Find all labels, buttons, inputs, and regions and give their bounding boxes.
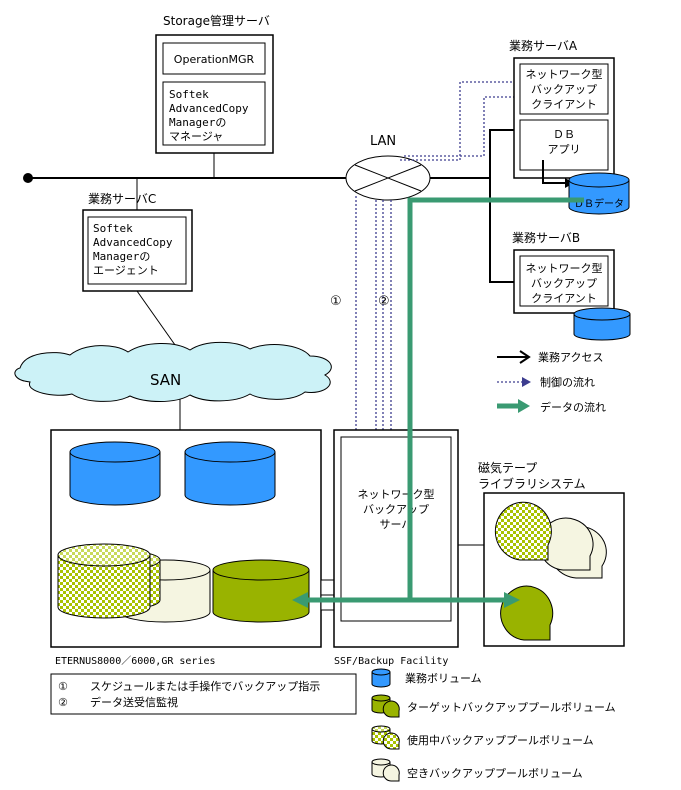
- business-volume-1: [69, 441, 161, 506]
- tape-library: 磁気テープ ライブラリシステム: [478, 460, 625, 647]
- manager-box: [162, 81, 266, 146]
- backup-server-line-1: ネットワーク型: [358, 487, 435, 501]
- in-use-pool-volume-front: [57, 543, 151, 619]
- storage-server: Storage管理サーバ OperationMGR Softek Advance…: [155, 13, 274, 178]
- storage-server-title: Storage管理サーバ: [163, 13, 270, 28]
- agent-line-4: エージェント: [93, 264, 159, 277]
- legend-in-use-volume: 使用中バックアッププールボリューム: [371, 725, 594, 750]
- notes-box: ① スケジュールまたは手操作でバックアップ指示 ② データ送受信監視: [50, 673, 357, 715]
- server-a-db-app-box: [519, 119, 609, 171]
- note-1-text: スケジュールまたは手操作でバックアップ指示: [90, 679, 320, 693]
- server-b-title: 業務サーバB: [512, 231, 580, 245]
- legend-in-use-volume-label: 使用中バックアッププールボリューム: [407, 734, 594, 747]
- manager-line-4: マネージャ: [169, 130, 223, 143]
- eternus-label: ETERNUS8000／6000,GR series: [55, 655, 216, 667]
- db-data-volume: ＤＢデータ: [568, 172, 630, 215]
- target-tape-reel: [500, 585, 554, 641]
- legend-data-flow: データの流れ: [497, 399, 606, 414]
- operation-mgr-label: OperationMGR: [174, 53, 255, 66]
- tape-title-line-1: 磁気テープ: [478, 460, 537, 475]
- backup-server-line-2: バックアップ: [363, 503, 429, 516]
- tape-title-line-2: ライブラリシステム: [478, 476, 586, 491]
- lan-label: LAN: [370, 134, 396, 149]
- backup-server: ネットワーク型 バックアップ サーバ SSF/Backup Facility: [333, 429, 484, 667]
- server-a-client-line-3: クライアント: [531, 98, 597, 111]
- backup-server-line-3: サーバ: [380, 518, 413, 531]
- operation-mgr-box: [162, 42, 266, 75]
- manager-line-3: Managerの: [169, 116, 226, 129]
- legend-business-volume: 業務ボリューム: [371, 668, 482, 688]
- note-1-mark: ①: [58, 680, 68, 693]
- server-b-volume: [573, 307, 631, 341]
- lan-router-icon: [345, 155, 431, 201]
- server-c-title: 業務サーバC: [88, 192, 156, 206]
- db-data-label: ＤＢデータ: [574, 197, 624, 210]
- server-a: 業務サーバA ネットワーク型 バックアップ クライアント ＤＢ アプリ ＤＢデー…: [509, 39, 630, 215]
- legend-target-volume-label: ターゲットバックアッププールボリューム: [407, 701, 616, 714]
- legend-free-volume-label: 空きバックアッププールボリューム: [407, 766, 583, 780]
- manager-line-2: AdvancedCopy: [169, 102, 249, 115]
- server-a-title: 業務サーバA: [509, 39, 578, 53]
- business-volume-2: [184, 441, 276, 506]
- in-use-tape-reel: [494, 501, 552, 561]
- server-a-db-app-line-2: アプリ: [548, 143, 581, 156]
- legend-business-access-label: 業務アクセス: [538, 350, 603, 364]
- legend-business-volume-label: 業務ボリューム: [405, 671, 482, 685]
- data-flow-path: [292, 197, 584, 608]
- ssf-label: SSF/Backup Facility: [334, 656, 448, 667]
- volume-legend: 業務ボリューム ターゲットバックアッププールボリューム 使用中バックアッププール…: [371, 668, 616, 782]
- server-a-db-app-line-1: ＤＢ: [553, 128, 575, 141]
- server-b: 業務サーバB ネットワーク型 バックアップ クライアント: [512, 231, 631, 341]
- agent-line-3: Managerの: [93, 250, 150, 263]
- server-a-client-line-2: バックアップ: [531, 83, 597, 96]
- arrow-legend: 業務アクセス 制御の流れ データの流れ: [497, 350, 606, 414]
- san-label: SAN: [150, 371, 181, 389]
- agent-box: [87, 216, 187, 285]
- circle-label-1: ①: [330, 294, 342, 309]
- eternus-storage: ETERNUS8000／6000,GR series: [50, 429, 322, 667]
- server-b-client-box: [519, 255, 609, 307]
- target-pool-volume: [212, 559, 310, 623]
- lan-endpoint: [23, 173, 33, 183]
- san-cloud-icon: SAN: [14, 341, 332, 430]
- legend-data-flow-label: データの流れ: [540, 400, 606, 414]
- agent-line-2: AdvancedCopy: [93, 236, 173, 249]
- legend-control-flow-label: 制御の流れ: [540, 375, 595, 389]
- manager-line-1: Softek: [169, 88, 209, 101]
- note-2-mark: ②: [58, 696, 68, 709]
- agent-line-1: Softek: [93, 222, 133, 235]
- legend-target-volume: ターゲットバックアッププールボリューム: [371, 694, 616, 718]
- server-b-client-line-1: ネットワーク型: [526, 261, 603, 275]
- server-a-client-line-1: ネットワーク型: [526, 67, 603, 81]
- fc-connector: [320, 579, 335, 611]
- server-c: 業務サーバC Softek AdvancedCopy Managerの エージェ…: [82, 178, 193, 353]
- note-2-text: データ送受信監視: [90, 695, 178, 709]
- server-b-client-line-3: クライアント: [531, 292, 597, 305]
- circle-label-2: ②: [378, 294, 390, 309]
- legend-free-volume: 空きバックアッププールボリューム: [371, 758, 583, 782]
- legend-control-flow: 制御の流れ: [497, 375, 595, 389]
- legend-business-access: 業務アクセス: [497, 350, 603, 364]
- server-b-client-line-2: バックアップ: [531, 277, 597, 290]
- server-a-client-box: [519, 63, 609, 115]
